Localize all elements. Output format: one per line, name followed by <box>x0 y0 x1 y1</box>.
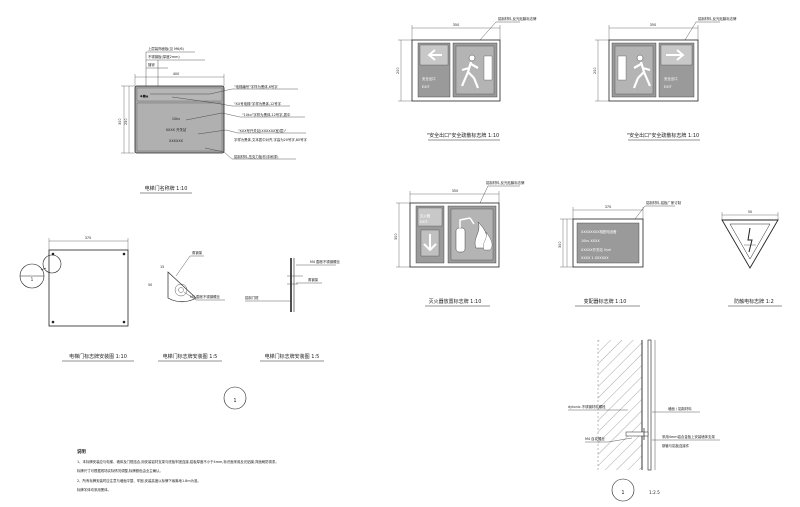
notes-heading: 说明 <box>77 448 86 455</box>
elev-top-note-3: 镀锌 <box>148 62 155 67</box>
install-node-b-drawing: M4 膨胀不锈钢螺丝 角钢架 铝制门框 电梯门标志牌安装图 1:5 <box>245 258 341 362</box>
exit-right-text-cn: 安全出口 <box>664 76 678 81</box>
exit-right-text-en: EXIT <box>664 85 672 89</box>
arrow-right-icon <box>666 49 685 61</box>
warning-sign-drawing: 50 防触电标志牌 1:2 <box>721 210 782 307</box>
ext-callout: 铝制材料,反光贴膜标志牌 <box>486 180 525 185</box>
elev-top-note-2: 不锈钢板(厚度2mm) <box>148 54 180 59</box>
extinguisher-icon <box>455 227 466 253</box>
elev-callout-3: "10kv"字样为黑体,12号字,居中 <box>242 112 291 117</box>
installation-plate-drawing: 370 1 电梯门标志牌安装图 1:10 <box>19 236 134 362</box>
running-man-icon <box>468 54 476 62</box>
extinguisher-caption: 灭火器放置标志牌 1:10 <box>429 298 482 305</box>
installation-caption: 电梯门标志牌安装图 1:10 <box>69 353 127 360</box>
wall-hatch <box>598 340 642 470</box>
detail-mark-left: 1 <box>223 386 247 410</box>
elev-height-outer: 300 <box>118 119 122 125</box>
wall-section-drawing: dytonic-不锈钢材料螺栓 M4 自攻螺丝 墙面 / 铝制材料 采用4mm铝… <box>568 339 720 502</box>
wall-right-label-2: 采用4mm铝合金板上安装墙体支架 <box>662 434 715 439</box>
transformer-sign-drawing: 370 铝制材料,铝板厂家订制 XXXXXXXX相配电设备 10kv XXXX … <box>558 200 682 307</box>
elev-callout-6: 铝制材料,压克力板材(手刷漆) <box>234 154 279 159</box>
bolt <box>625 431 649 437</box>
elev-top-note-1: 上层装饰面板(见 M6/6) <box>148 46 185 51</box>
node-b-label-2: 角钢架 <box>308 277 319 282</box>
node-b-caption: 电梯门标志牌安装图 1:5 <box>265 353 320 360</box>
exit-right-width: 350 <box>650 23 656 27</box>
wall-left-label-1: dytonic-不锈钢材料螺栓 <box>568 404 606 409</box>
wall-right-label-3: 钢管与铝板连接件 <box>662 443 690 448</box>
aluminum-plate <box>647 339 652 471</box>
elevator-sign-drawing: 上层装饰面板(见 M6/6) 不锈钢板(厚度2mm) 镀锌 400 ◆■▲ 10… <box>118 46 308 194</box>
notes-item-2: 标牌尺寸可根据现场实际情况调整,标牌颜色由业主确认。 <box>77 468 163 473</box>
ext-text-en: EXIT <box>420 220 428 224</box>
notes-block: 说明 1、本标牌安装应与电梯、墙体及门框结合,用安装铝材支架与底板牢固连接,铝板… <box>77 448 279 492</box>
trans-line-3: XXXXX开关站 Vyel <box>581 247 611 252</box>
node-a-label-2: M4 膨胀不锈钢螺丝 <box>190 294 221 299</box>
node-b-label-1: M4 膨胀不锈钢螺丝 <box>310 259 341 264</box>
trans-height: 300 <box>558 242 562 248</box>
trans-callout: 铝制材料,铝板厂家订制 <box>646 200 682 205</box>
node-a-caption: 电梯门标志牌安装图 1:5 <box>163 353 218 360</box>
exit-right-height: 200 <box>593 68 597 74</box>
exit-sign-left-drawing: 350 铝制材料,反光贴膜标志牌 安全出口 EXIT 200 "安全出口"安全疏… <box>396 16 537 141</box>
exit-left-height: 200 <box>396 68 400 74</box>
section-mark-label: 1 <box>31 277 34 282</box>
elev-panel-line-1: 10kv <box>172 117 180 121</box>
inst-width-dim: 370 <box>85 236 91 240</box>
elev-height-inner: 250 <box>124 119 128 125</box>
arrow-down-icon <box>423 234 437 252</box>
running-man-icon-right <box>636 54 644 62</box>
node-b-label-3: 铝制门框 <box>245 295 259 300</box>
exit-left-text-cn: 安全出口 <box>422 76 436 81</box>
detail-mark-right-label: 1 <box>621 490 624 496</box>
elev-panel-line-3: XXXXXX <box>169 139 184 143</box>
installation-plate <box>48 249 129 327</box>
elev-panel-line-2: XXXX 开关站 <box>166 127 187 132</box>
trans-width: 370 <box>605 205 611 209</box>
exit-left-text-en: EXIT <box>422 85 430 89</box>
ext-text-cn: 灭火器 <box>420 213 431 218</box>
exit-left-width: 350 <box>453 23 459 27</box>
node-a-dim-a: 15 <box>160 265 164 269</box>
exit-sign-right-drawing: 350 铝制材料,反光贴膜标志牌 安全出口 EXIT 200 "安全出口"安全疏… <box>593 16 737 141</box>
elev-callout-5: 字样为黑体,文本居中对齐,字高为20号字,80号字 <box>234 137 308 142</box>
extinguisher-sign-drawing: 350 铝制材料,反光贴膜标志牌 灭火器 EXIT 300 灭火器放置标志牌 1… <box>394 180 525 307</box>
node-a-label-1: 角钢架 <box>192 250 203 255</box>
detail-mark-left-label: 1 <box>233 398 236 404</box>
svg-text:◆■▲: ◆■▲ <box>140 94 149 98</box>
node-a-dim-b: 50 <box>148 283 152 287</box>
exit-left-callout: 铝制材料,反光贴膜标志牌 <box>498 16 537 21</box>
wall-left-label-2: M4 自攻螺丝 <box>585 436 605 441</box>
trans-line-4: XXXX 1 XXXXXX <box>581 256 609 260</box>
install-node-a-drawing: 15 50 角钢架 M4 膨胀不锈钢螺丝 电梯门标志牌安装图 1:5 <box>148 250 225 362</box>
door-icon <box>483 55 493 81</box>
exit-left-caption: "安全出口"安全疏散标志牌 1:10 <box>427 132 499 139</box>
elev-callout-2: "XX号电梯"字样为黑体,12号字 <box>234 101 282 106</box>
elev-width-dim: 400 <box>173 72 179 76</box>
elev-callout-1: "电梯编号"字样为黑体,6号字 <box>234 84 278 89</box>
transformer-caption: 变配器标志牌 1:10 <box>584 298 627 305</box>
ext-width: 350 <box>452 189 458 193</box>
notes-item-4: 标牌字体均采用黑体。 <box>77 487 111 492</box>
wall-right-label-1: 墙面 / 铝制材料 <box>668 406 692 411</box>
exit-right-caption: "安全出口"安全疏散标志牌 1:10 <box>627 132 699 139</box>
warning-caption: 防触电标志牌 1:2 <box>734 298 774 305</box>
trans-line-1: XXXXXXXX相配电设备 <box>581 229 617 234</box>
warn-width: 50 <box>748 210 752 214</box>
elevator-sign-caption: 电梯门名称牌 1:10 <box>145 185 188 192</box>
notes-item-3: 2、所有标牌安装时应注意与墙面平整、牢固,安装高度以标牌下缘离地1.8m为准。 <box>77 478 201 483</box>
detail-mark-right <box>611 478 635 502</box>
ext-height: 300 <box>394 234 398 240</box>
wall-scale: 1:2.5 <box>649 490 660 495</box>
notes-item-1: 1、本标牌安装应与电梯、墙体及门框结合,用安装铝材支架与底板牢固连接,铝板厚度不… <box>77 459 279 464</box>
elev-callout-4: "XXX号开关站(XXXXXX室/层)" <box>238 128 287 133</box>
lightning-icon <box>747 227 753 253</box>
exit-right-callout: 铝制材料,反光贴膜标志牌 <box>698 16 737 21</box>
trans-line-2: 10kv XXXX <box>581 239 600 243</box>
